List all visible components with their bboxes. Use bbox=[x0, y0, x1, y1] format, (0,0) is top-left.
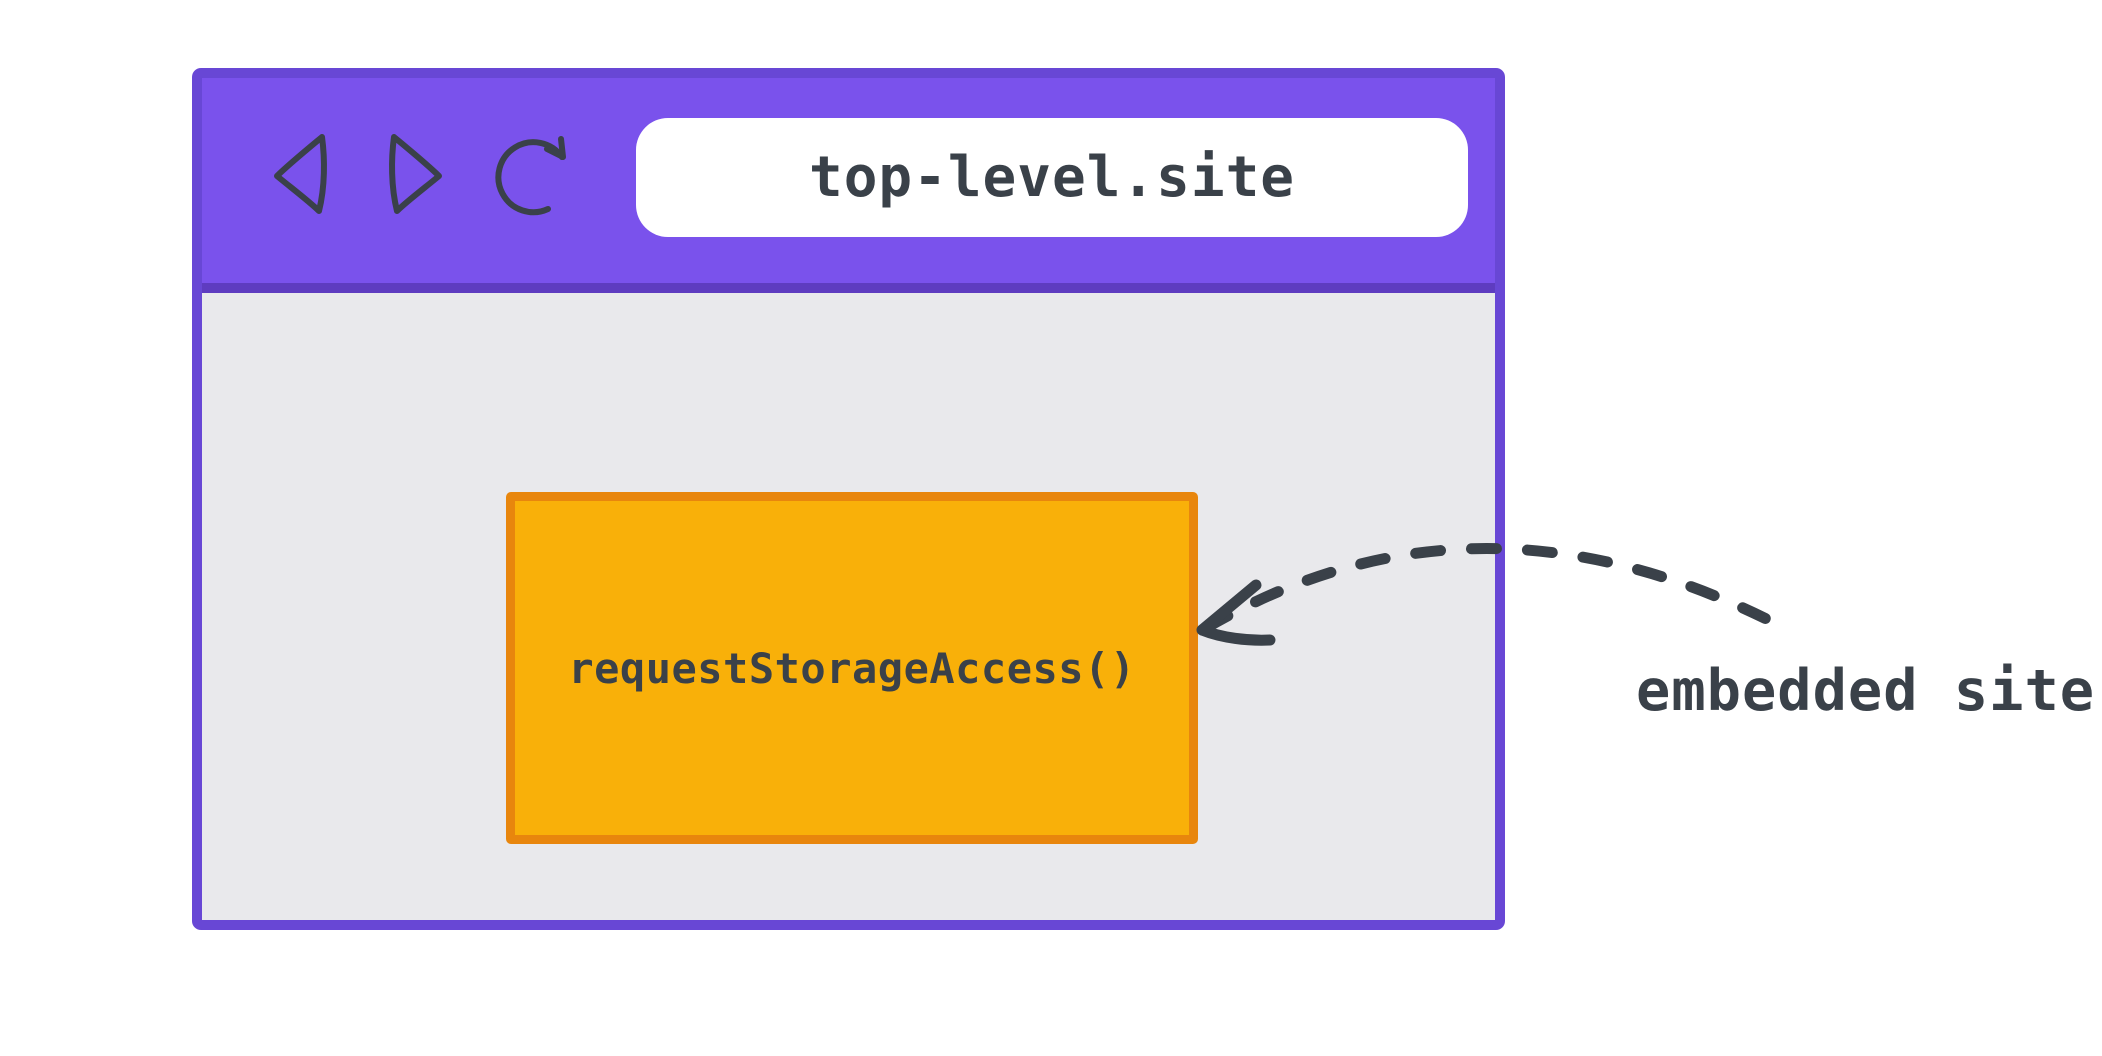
nav-buttons bbox=[272, 129, 578, 219]
embedded-frame-label: requestStorageAccess() bbox=[568, 643, 1136, 693]
back-arrow-icon bbox=[274, 133, 327, 214]
browser-toolbar: top-level.site bbox=[202, 78, 1495, 293]
url-text: top-level.site bbox=[808, 145, 1295, 210]
embedded-site-label: embedded site bbox=[1636, 658, 2096, 724]
reload-icon bbox=[495, 135, 566, 215]
url-bar: top-level.site bbox=[636, 118, 1468, 237]
embedded-frame: requestStorageAccess() bbox=[506, 492, 1198, 844]
forward-arrow-icon bbox=[389, 133, 442, 214]
